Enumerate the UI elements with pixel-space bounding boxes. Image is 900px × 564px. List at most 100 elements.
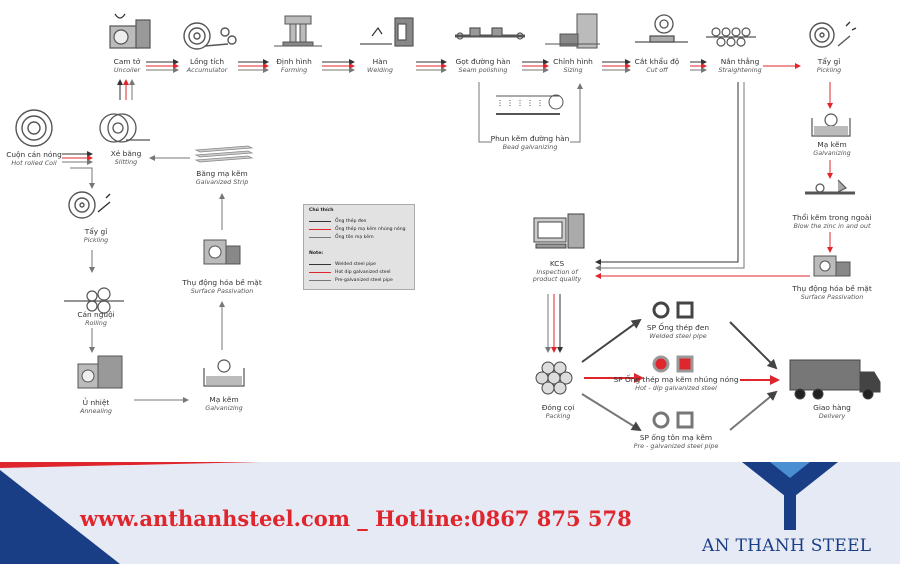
legend-item-welded-vi: Ống thép đen	[309, 217, 409, 225]
product-label-en: Pre - galvanized steel pipe	[633, 441, 719, 450]
forming-icon	[274, 15, 322, 47]
legend-item-welded-en: Welded steel pipe	[309, 260, 409, 268]
welding-icon	[360, 17, 414, 47]
packing-bundle-icon	[535, 361, 573, 395]
legend-label: Ống tôn mạ kẽm	[335, 234, 374, 240]
step-label-en: Pickling	[816, 65, 842, 74]
legend-label: Ống thép đen	[335, 218, 367, 224]
annealing-icon	[77, 355, 123, 389]
step-label-vi: Mạ kẽm	[209, 395, 239, 404]
kcs-computer-icon	[533, 213, 585, 249]
step-label-vi: Thổi kẽm trong ngoài	[792, 213, 872, 222]
step-label-en: Galvanizing	[205, 403, 243, 412]
step-label-en: Blow the zinc in and out	[793, 221, 871, 230]
step-label-vi: Gọt đường hàn	[455, 57, 511, 66]
delivery-truck-icon	[789, 359, 881, 400]
legend-item-hotdip-en: Hot dip galvanized steel	[309, 268, 409, 276]
legend-label: Pre-galvanized steel pipe	[335, 277, 393, 283]
legend-line-welded	[309, 220, 331, 222]
step-label-en: Rolling	[85, 318, 107, 327]
brand-name: AN THANH STEEL	[702, 536, 872, 556]
step-label-vi: Giao hàng	[813, 403, 851, 412]
step-label-en: Delivery	[818, 411, 846, 420]
step-label-en: Welding	[367, 65, 393, 74]
step-label-en: Surface Passivation	[800, 292, 864, 301]
legend-title-vi: Chú thích	[309, 208, 334, 213]
step-label-vi: Tẩy gỉ	[84, 227, 108, 236]
cut-off-icon	[635, 14, 688, 43]
straightening-icon	[706, 27, 756, 47]
step-label-en: Annealing	[80, 406, 112, 415]
rolling-icon	[64, 287, 124, 314]
step-label-vi: Phun kẽm đường hàn	[490, 134, 570, 143]
step-label-en: Forming	[280, 65, 308, 74]
step-label-vi: Cuộn cán nóng	[6, 150, 62, 159]
footer-banner	[0, 462, 900, 564]
step-label-vi: Đóng cọi	[541, 403, 575, 412]
step-label-en: Uncoiler	[113, 65, 141, 74]
passivation-right-icon	[813, 255, 851, 277]
step-label-en: Surface Passivation	[190, 286, 254, 295]
seam-polishing-icon	[455, 27, 525, 40]
step-label-vi: Băng mạ kẽm	[196, 169, 248, 178]
passivation-left-icon	[203, 239, 241, 265]
footer-contact[interactable]: www.anthanhsteel.com _ Hotline:0867 875 …	[80, 506, 632, 531]
galvanizing-right-icon	[811, 113, 851, 137]
step-label-vi: Hàn	[372, 57, 388, 66]
step-label-vi: Tẩy gỉ	[817, 57, 841, 66]
legend-line-pregalv	[309, 279, 331, 281]
step-label-en: Galvanized Strip	[195, 177, 249, 186]
hot-rolled-coil-icon	[15, 109, 53, 147]
product-label-vi: SP ống tôn mạ kẽm	[639, 433, 713, 442]
top-row-arrows	[146, 59, 707, 73]
legend-line-welded	[309, 263, 331, 265]
step-label-en: Straightening	[718, 65, 762, 74]
legend-title-en: Note:	[309, 251, 324, 256]
legend-label: Hot dip galvanized steel	[335, 269, 391, 275]
product-label-vi: SP Ống thép mạ kẽm nhúng nóng	[613, 375, 739, 384]
bead-galvanizing-icon	[496, 94, 564, 115]
step-label-vi: Ủ nhiệt	[82, 398, 110, 407]
legend-label: Welded steel pipe	[335, 261, 377, 267]
step-label-en: Accumulator	[186, 65, 228, 74]
sizing-icon	[545, 13, 600, 49]
product-label-vi: SP Ống thép đen	[646, 323, 710, 332]
step-label-en: Pickling	[83, 235, 109, 244]
galvanizing-left-icon	[203, 359, 245, 387]
step-label-en: Packing	[545, 411, 571, 420]
legend-label: Ống thép mạ kẽm nhúng nóng	[335, 226, 406, 232]
step-label-vi: Chỉnh hình	[553, 57, 593, 66]
hotdip-pipe-product-icon	[652, 355, 694, 373]
pregalv-pipe-product-icon	[652, 411, 694, 429]
legend-box: Chú thích Ống thép đen Ống thép mạ kẽm n…	[303, 204, 415, 290]
step-label-vi: Cán nguội	[77, 310, 115, 319]
step-label-vi: Định hình	[276, 57, 312, 66]
step-label-en: Inspection of product quality	[532, 267, 582, 283]
pickling-left-icon	[68, 191, 111, 219]
slitting-icon	[99, 113, 150, 143]
step-label-en: Bead galvanizing	[502, 142, 558, 151]
step-label-vi: Thụ động hóa bề mặt	[792, 284, 872, 293]
legend-item-pregalv-en: Pre-galvanized steel pipe	[309, 276, 409, 284]
